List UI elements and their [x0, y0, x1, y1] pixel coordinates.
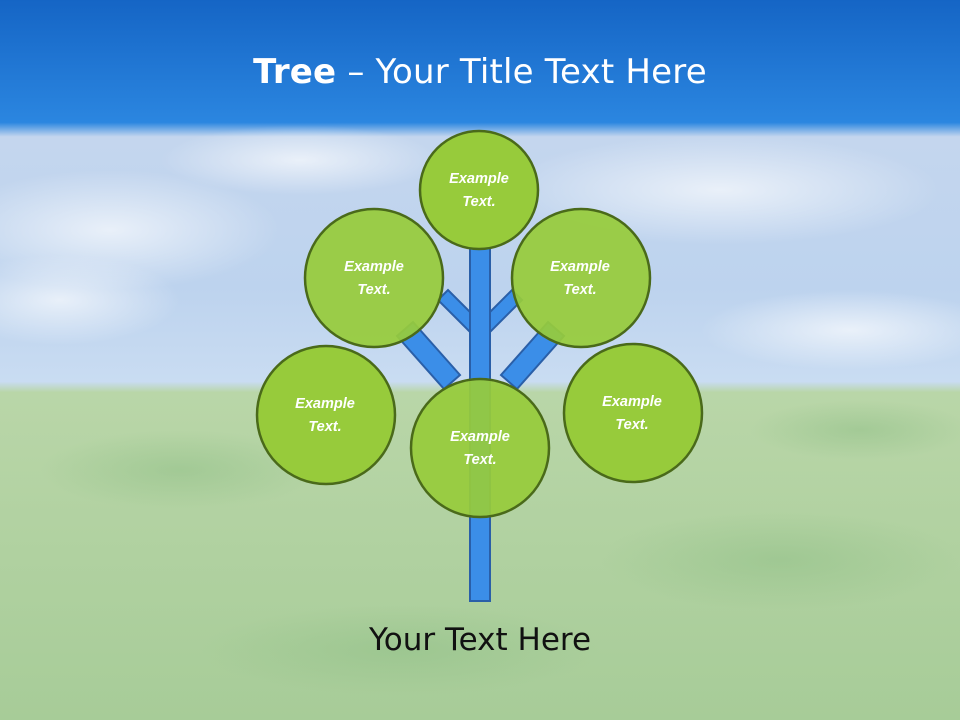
title-rest: – Your Title Text Here — [336, 52, 707, 92]
node-label-line: Example — [295, 396, 355, 412]
node-label-line: Text. — [615, 417, 649, 433]
node-label-line: Text. — [357, 282, 391, 298]
node-label-line: Example — [344, 259, 404, 275]
node-label-line: Text. — [463, 452, 497, 468]
node-circle-top — [418, 129, 540, 251]
title-bold: Tree — [253, 52, 337, 92]
slide-title: Tree – Your Title Text Here — [0, 52, 960, 92]
node-circle-center — [409, 377, 551, 519]
node-label-line: Example — [550, 259, 610, 275]
tree-nodes — [255, 129, 704, 519]
node-circle-upper-left — [303, 207, 445, 349]
node-circle-lower-left — [255, 344, 397, 486]
node-label-line: Example — [449, 171, 509, 187]
node-label-line: Example — [450, 429, 510, 445]
node-label-line: Example — [602, 394, 662, 410]
node-circle-lower-right — [562, 342, 704, 484]
slide-caption: Your Text Here — [368, 622, 592, 658]
node-circle-upper-right — [510, 207, 652, 349]
node-label-line: Text. — [462, 194, 496, 210]
node-label-line: Text. — [563, 282, 597, 298]
node-label-line: Text. — [308, 419, 342, 435]
